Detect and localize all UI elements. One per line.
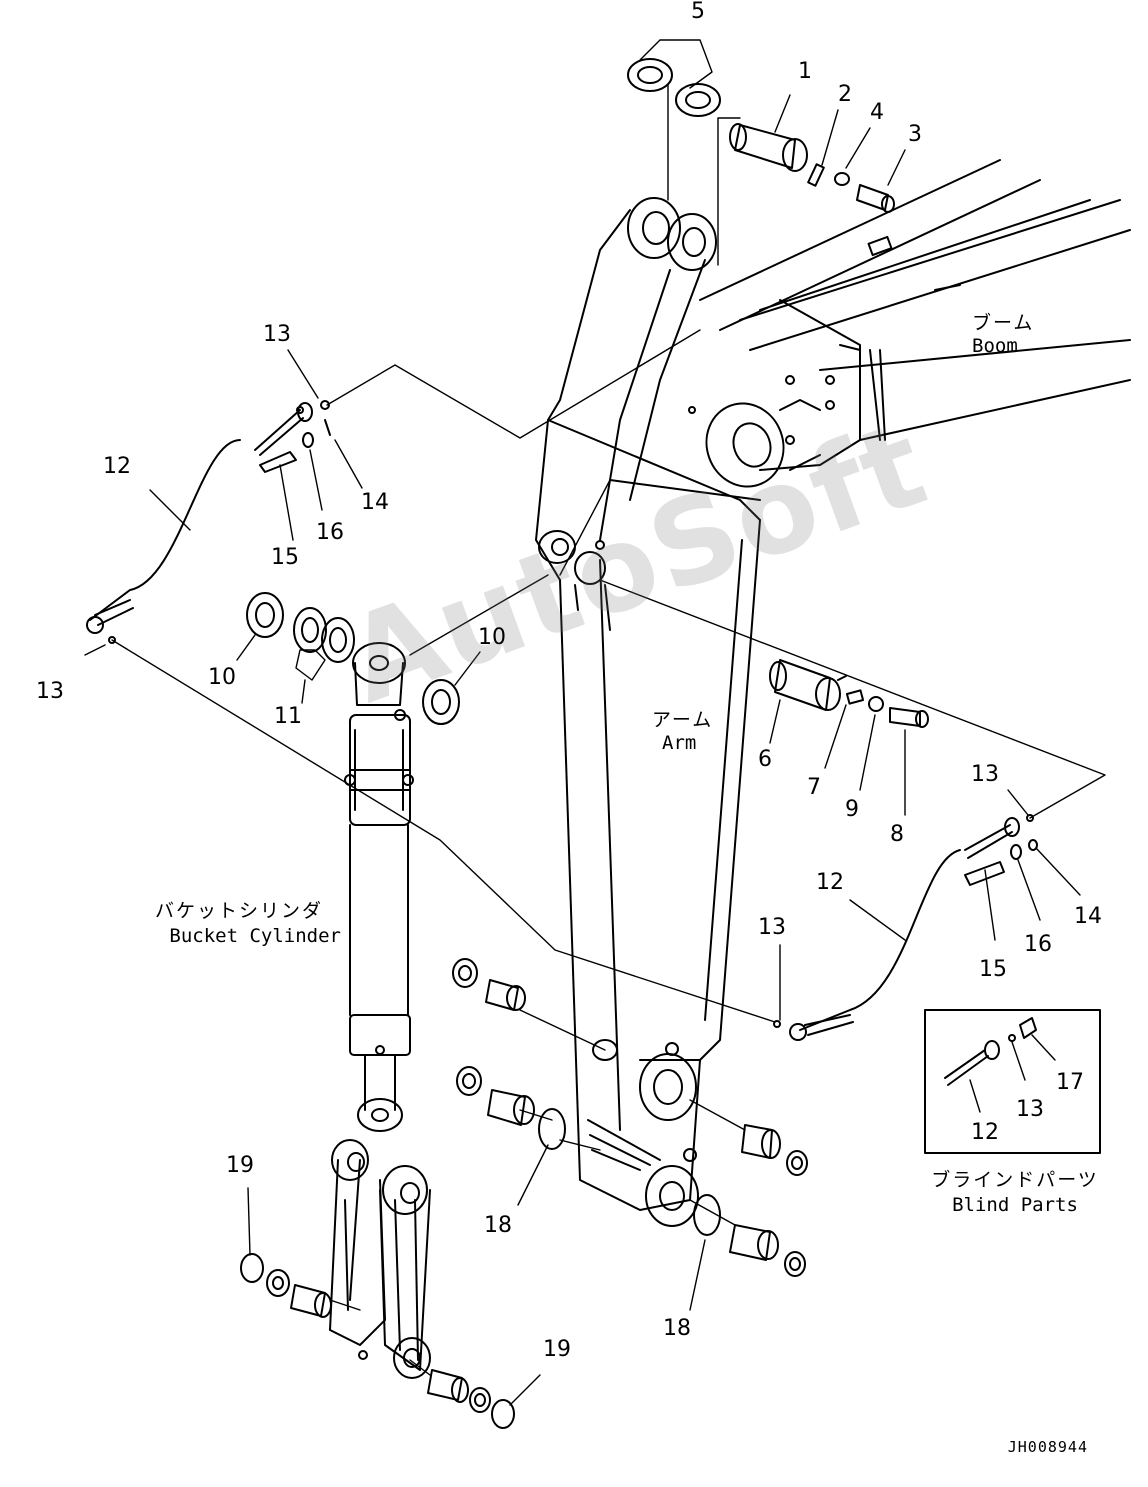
arm-label-jp: アーム (652, 709, 714, 731)
boom-structure (699, 159, 1131, 488)
callout-17: 17 (1056, 1070, 1084, 1095)
callout-16-right: 16 (1024, 932, 1052, 957)
part-bushings-arm-left (452, 958, 566, 1150)
callout-8: 8 (890, 822, 904, 847)
callout-6: 6 (758, 747, 772, 772)
boom-label-en: Boom (972, 335, 1018, 357)
callout-18-right: 18 (663, 1316, 691, 1341)
callout-10-left: 10 (208, 665, 236, 690)
part-bushings-arm-right (693, 1124, 808, 1277)
blind-parts-label-en: Blind Parts (952, 1194, 1078, 1216)
callout-7: 7 (807, 775, 821, 800)
bucket-links (329, 1139, 431, 1379)
part-grease-line-right (773, 814, 1038, 1041)
callout-12-right: 12 (816, 870, 844, 895)
bucket-cylinder (344, 642, 414, 1132)
arm-label-en: Arm (662, 732, 697, 754)
boom-label-jp: ブーム (972, 312, 1035, 334)
callout-12-blind: 12 (971, 1120, 999, 1145)
arm-structure (535, 197, 761, 1227)
document-id: JH008944 (1007, 1438, 1088, 1456)
callout-2: 2 (838, 82, 852, 107)
callout-14-right: 14 (1074, 904, 1102, 929)
part-bushings-links (240, 1253, 515, 1429)
part-pin-1 (729, 123, 808, 172)
callout-12-left: 12 (103, 454, 131, 479)
callout-19-top: 19 (226, 1153, 254, 1178)
callout-15-right: 15 (979, 957, 1007, 982)
callout-3: 3 (908, 122, 922, 147)
callout-19-bottom: 19 (543, 1337, 571, 1362)
callout-16-left: 16 (316, 520, 344, 545)
leader-lines (84, 39, 1106, 1406)
callout-14-left: 14 (361, 490, 389, 515)
part-pin-6 (769, 659, 929, 728)
blind-parts-box (924, 1009, 1101, 1154)
callout-10-right: 10 (478, 625, 506, 650)
part-shims-10-11 (246, 592, 460, 725)
callout-4: 4 (870, 100, 884, 125)
callout-13-left-top: 13 (263, 322, 291, 347)
callout-18-left: 18 (484, 1213, 512, 1238)
part-small-hardware-top (807, 163, 895, 213)
callout-15-left: 15 (271, 545, 299, 570)
callout-13-right-top: 13 (971, 762, 999, 787)
part-grease-line-left (86, 400, 331, 644)
callout-13-left-bottom: 13 (36, 679, 64, 704)
callout-5: 5 (691, 0, 705, 24)
blind-parts-label-jp: ブラインドパーツ (931, 1169, 1099, 1191)
callout-13-right-bottom: 13 (758, 915, 786, 940)
callout-1: 1 (798, 59, 812, 84)
part-shims-5 (627, 58, 721, 117)
callout-9: 9 (845, 797, 859, 822)
cylinder-label-en: Bucket Cylinder (169, 925, 341, 947)
callout-13-blind: 13 (1016, 1097, 1044, 1122)
cylinder-label-jp: バケットシリンダ (154, 900, 323, 922)
callout-11: 11 (274, 704, 302, 729)
